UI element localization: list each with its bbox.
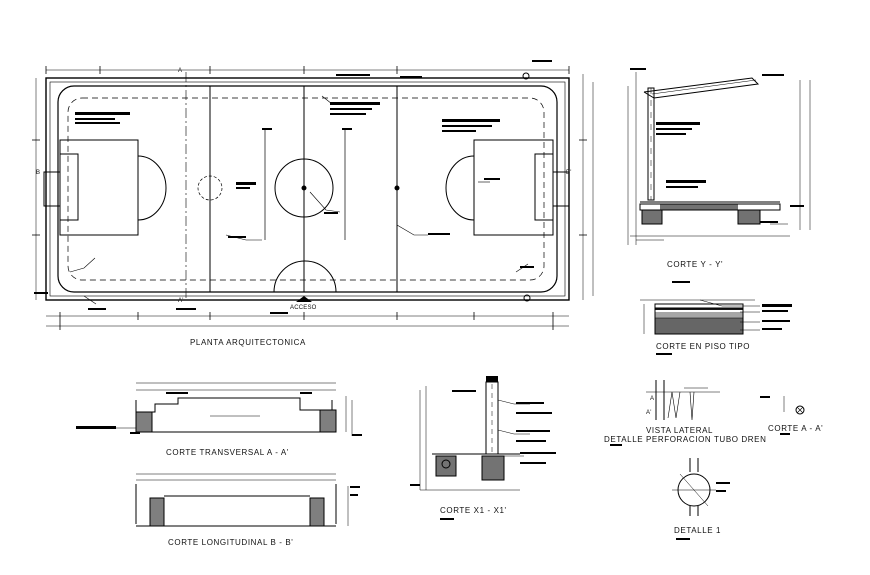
- pipe-marker-a: A: [650, 396, 655, 402]
- transverse-section-title: CORTE TRANSVERSAL A - A': [166, 448, 289, 457]
- detail-1-title: DETALLE 1: [674, 526, 722, 535]
- pipe-marker-a-prime: A': [646, 410, 652, 416]
- section-aa-title: CORTE A - A': [768, 424, 824, 433]
- perforation-detail-title: DETALLE PERFORACION TUBO DREN: [604, 435, 767, 444]
- access-label: ACCESO: [290, 305, 317, 311]
- section-yy: [627, 72, 811, 245]
- section-marker-b-right: B': [566, 170, 572, 176]
- plan-title: PLANTA ARQUITECTONICA: [190, 338, 306, 347]
- plan-view: [32, 66, 594, 330]
- section-yy-title: CORTE Y - Y': [667, 260, 724, 269]
- floor-section-title: CORTE EN PISO TIPO: [656, 342, 751, 351]
- section-marker-a-top: A: [178, 68, 183, 74]
- section-marker-b-left: B: [36, 170, 41, 176]
- longitudinal-section-title: CORTE LONGITUDINAL B - B': [168, 538, 294, 547]
- pipe-detail: [646, 380, 805, 516]
- section-marker-a-bottom: A': [178, 298, 184, 304]
- section-x1-title: CORTE X1 - X1': [440, 506, 507, 515]
- transverse-section: [76, 382, 353, 436]
- side-view-title: VISTA LATERAL: [646, 426, 714, 435]
